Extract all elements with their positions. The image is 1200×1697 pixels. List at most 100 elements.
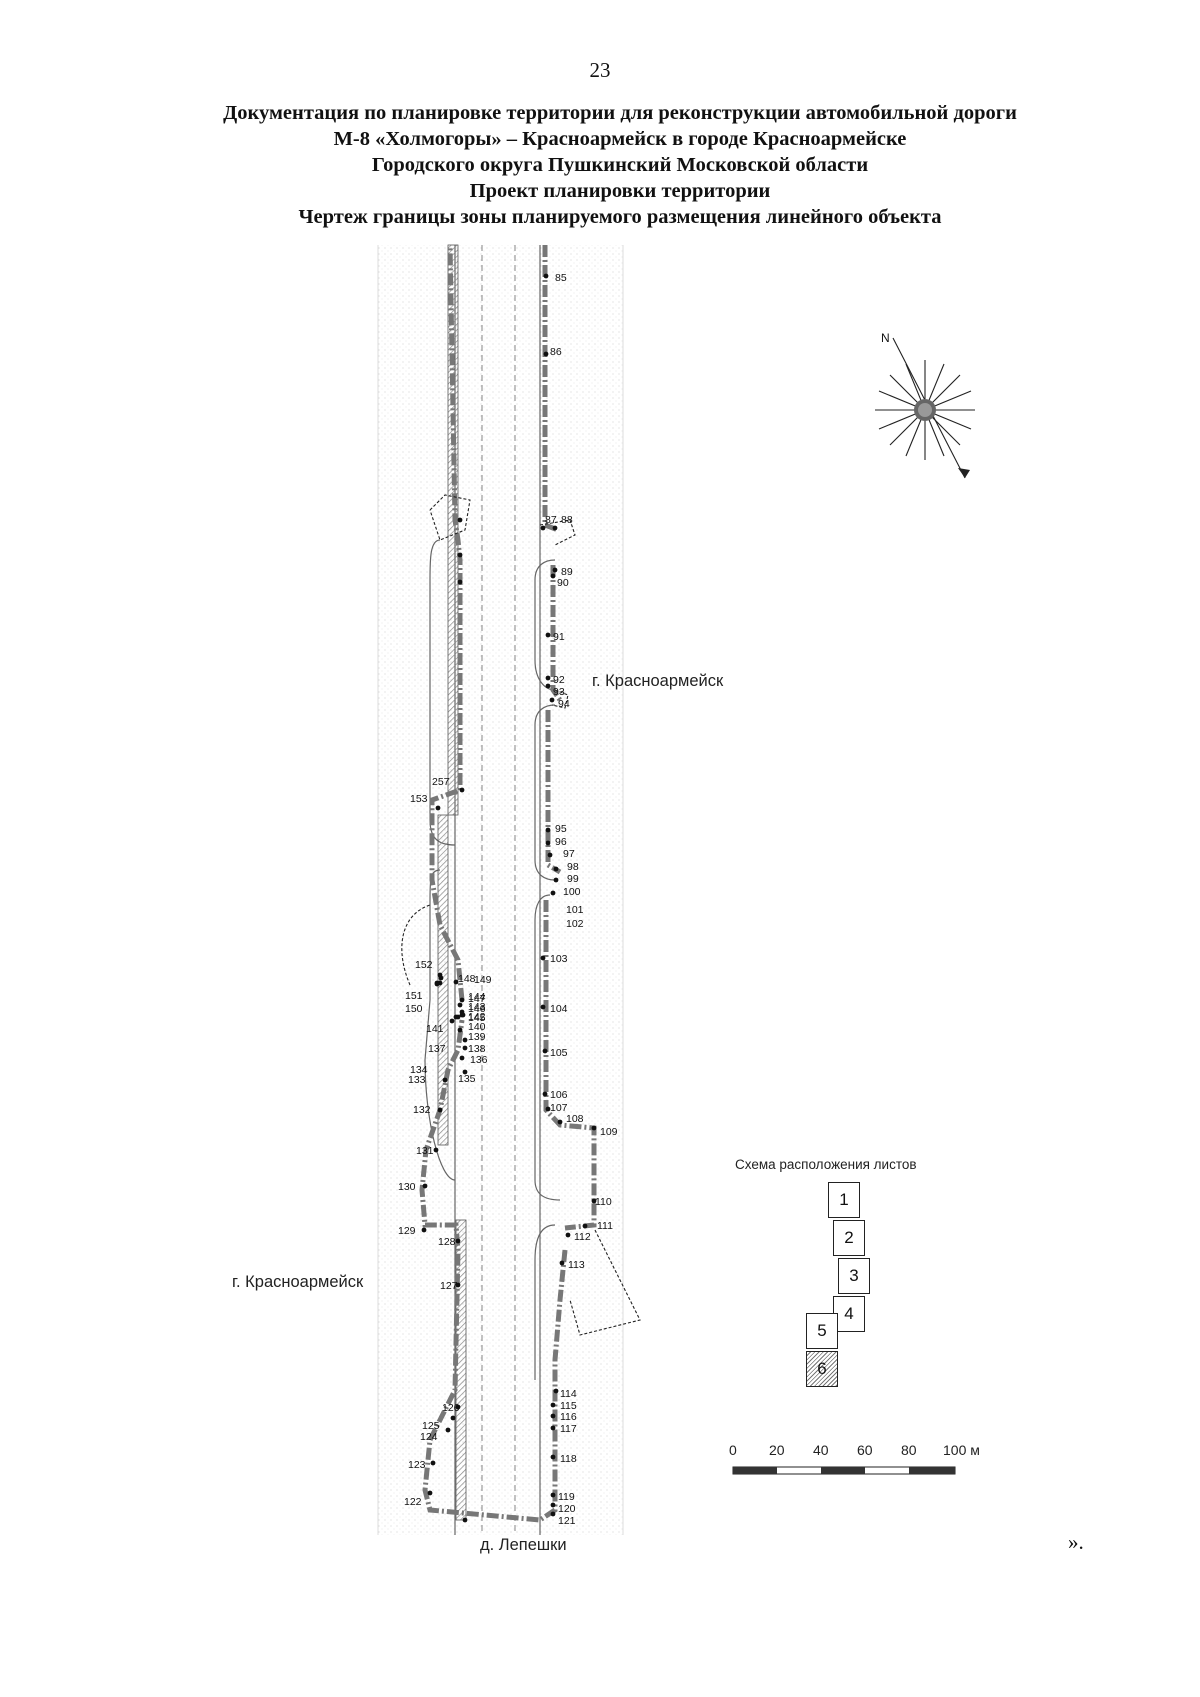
sheet-1: 1 <box>828 1182 860 1218</box>
title-line: Проект планировки территории <box>469 180 771 202</box>
map-background <box>377 245 624 1535</box>
planned-zone-left <box>437 244 467 1521</box>
point-label: 98 <box>567 861 579 873</box>
village-label: д. Лепешки <box>480 1536 567 1554</box>
point-label: 149 <box>474 974 492 986</box>
title-line: Чертеж границы зоны планируемого размеще… <box>298 206 942 228</box>
point-label: 130 <box>398 1181 416 1193</box>
compass-rose-icon: N <box>875 331 975 479</box>
scale-tick-label: 40 <box>813 1442 829 1458</box>
point-label: 133 <box>408 1074 426 1086</box>
sheet-5: 5 <box>806 1313 838 1349</box>
point-label: 95 <box>555 823 567 835</box>
point-label: 138 <box>468 1043 486 1055</box>
point-label: 107 <box>550 1102 568 1114</box>
scale-tick-label: 20 <box>769 1442 785 1458</box>
north-label: N <box>881 331 890 345</box>
point-label: 116 <box>560 1411 577 1423</box>
point-label: 103 <box>550 953 568 965</box>
point-label: 129 <box>398 1225 416 1237</box>
point-label: 110 <box>595 1196 612 1208</box>
city-label-left: г. Красноармейск <box>232 1273 364 1291</box>
point-label: 101 <box>566 904 584 916</box>
point-label: 127 <box>440 1280 458 1292</box>
point-label: 91 <box>553 631 565 643</box>
city-label-right: г. Красноармейск <box>592 672 724 690</box>
point-label: 102 <box>566 918 584 930</box>
point-label: 85 <box>555 272 567 284</box>
point-label: 141 <box>426 1023 444 1035</box>
closing-quote: ». <box>1068 1530 1084 1554</box>
point-label: 121 <box>558 1515 576 1527</box>
point-label: 109 <box>600 1126 618 1138</box>
title-line: М-8 «Холмогоры» – Красноармейск в городе… <box>333 128 907 150</box>
point-label: 100 <box>563 886 581 898</box>
point-label: 97 <box>563 848 575 860</box>
point-label: 134 <box>410 1064 428 1076</box>
sheet-scheme-title: Схема расположения листов <box>735 1157 917 1172</box>
point-label: 128 <box>438 1236 456 1248</box>
sheet-6-current: 6 <box>806 1351 838 1387</box>
zone-boundary-thin <box>401 494 641 1336</box>
point-label: 131 <box>416 1145 434 1157</box>
point-label: 111 <box>597 1220 613 1232</box>
sheet-4: 4 <box>833 1296 865 1332</box>
scale-tick-label: 60 <box>857 1442 873 1458</box>
point-label: 105 <box>550 1047 568 1059</box>
point-label: 114 <box>560 1388 577 1400</box>
point-label: 88 <box>561 514 573 526</box>
scale-tick-label: 0 <box>729 1442 737 1458</box>
point-label: 106 <box>550 1089 568 1101</box>
title-line: Документация по планировке территории дл… <box>223 102 1017 124</box>
point-label: 99 <box>567 873 579 885</box>
point-label: 147 <box>468 993 486 1005</box>
point-label: 117 <box>560 1423 577 1435</box>
point-label: 113 <box>568 1259 585 1271</box>
point-label: 86 <box>550 346 562 358</box>
scale-bar <box>732 1466 956 1475</box>
point-label: 257 <box>432 776 450 788</box>
point-label: 124 <box>420 1431 438 1443</box>
point-label: 126 <box>442 1402 460 1414</box>
sheet-3: 3 <box>838 1258 870 1294</box>
point-label: 108 <box>566 1113 584 1125</box>
point-label: 120 <box>558 1503 576 1515</box>
point-label: 119 <box>558 1491 575 1503</box>
point-label: 144 <box>468 991 486 1003</box>
point-label: 145 <box>468 1012 486 1024</box>
point-label: 146 <box>468 1003 486 1015</box>
point-label: 139 <box>468 1031 486 1043</box>
point-label: 89 <box>561 566 573 578</box>
point-label: 150 <box>405 1003 423 1015</box>
point-label: 137 <box>428 1043 446 1055</box>
point-label: 92 <box>553 674 565 686</box>
scale-tick-label: 100 м <box>943 1442 980 1458</box>
scale-tick-label: 80 <box>901 1442 917 1458</box>
point-label: 122 <box>404 1496 422 1508</box>
point-label: 151 <box>405 990 423 1002</box>
point-label: 136 <box>470 1054 488 1066</box>
point-label: 135 <box>458 1073 476 1085</box>
point-label: 115 <box>560 1400 577 1412</box>
point-label: 152 <box>415 959 433 971</box>
point-label: 142 <box>468 1011 486 1023</box>
point-label: 118 <box>560 1453 577 1465</box>
point-label: 87 <box>545 514 557 526</box>
point-label: 140 <box>468 1021 486 1033</box>
point-label: 143 <box>468 1001 486 1013</box>
point-label: 94 <box>558 698 570 710</box>
point-label: 93 <box>553 686 565 698</box>
document-title: Документация по планировке территории дл… <box>60 100 1180 230</box>
point-number-labels: 85 86 87 88 89 90 91 92 93 94 95 96 97 9… <box>398 272 618 1527</box>
point-label: 123 <box>408 1459 426 1471</box>
point-label: 132 <box>413 1104 431 1116</box>
page-number: 23 <box>589 58 611 82</box>
point-label: 90 <box>557 577 569 589</box>
point-label: 112 <box>574 1231 591 1243</box>
boundary-points <box>421 273 597 1523</box>
point-label: 153 <box>410 793 428 805</box>
point-label: 104 <box>550 1003 568 1015</box>
point-label: 125 <box>422 1420 440 1432</box>
sheet-2: 2 <box>833 1220 865 1256</box>
